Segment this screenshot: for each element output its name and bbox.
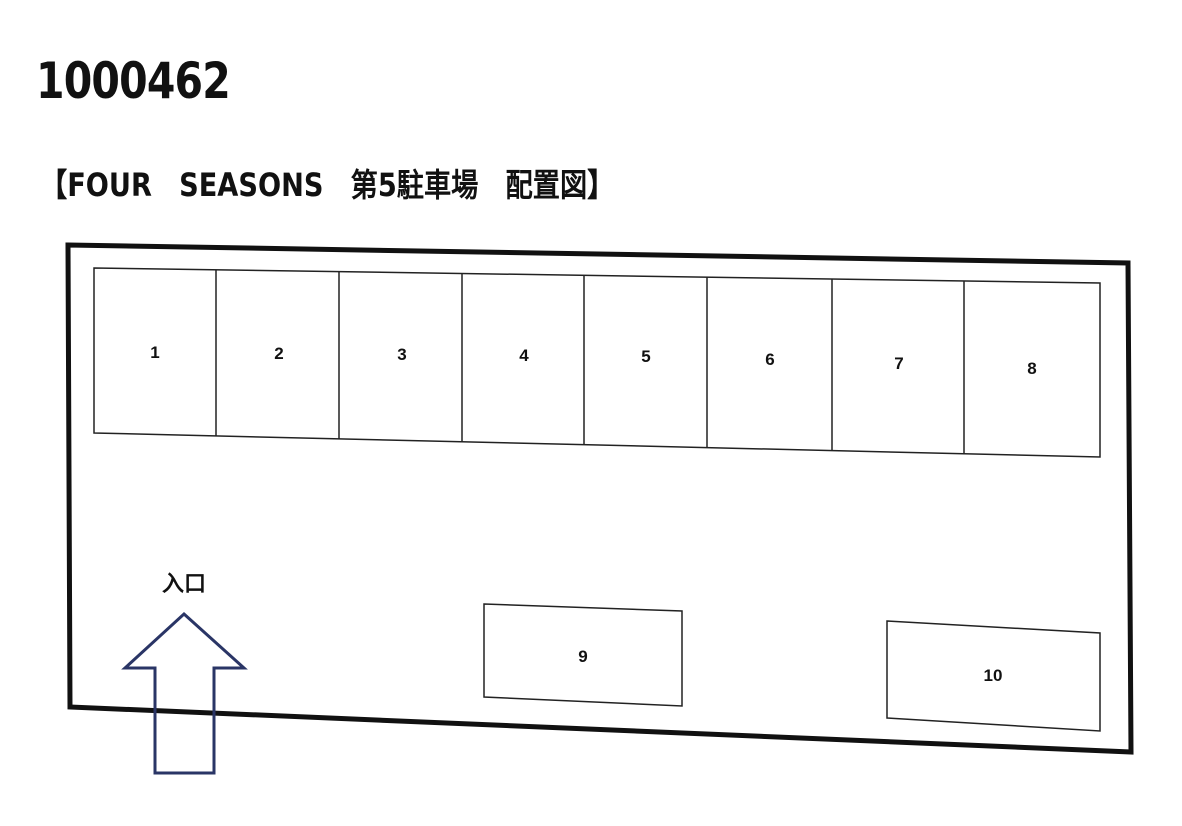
space-label-4: 4	[519, 346, 529, 365]
space-label-3: 3	[397, 345, 406, 364]
space-label-6: 6	[765, 350, 774, 369]
page-title: 【FOUR SEASONS 第5駐車場 配置図】	[40, 166, 615, 204]
entrance-arrow-icon	[121, 611, 248, 775]
space-label-7: 7	[894, 354, 903, 373]
entrance-label: 入口	[162, 572, 206, 597]
space-label-9: 9	[578, 647, 587, 666]
top-row-spaces	[93, 267, 1101, 458]
space-label-8: 8	[1027, 359, 1036, 378]
parking-space-9	[483, 603, 683, 707]
parking-space-row-outline	[93, 267, 1101, 458]
space-label-1: 1	[150, 343, 159, 362]
space-label-2: 2	[274, 344, 283, 363]
space-label-5: 5	[641, 347, 650, 366]
space-label-10: 10	[984, 666, 1003, 685]
parking-lot-boundary	[65, 242, 1134, 755]
parking-space-10	[886, 620, 1101, 732]
document-id: 1000462	[36, 52, 231, 110]
